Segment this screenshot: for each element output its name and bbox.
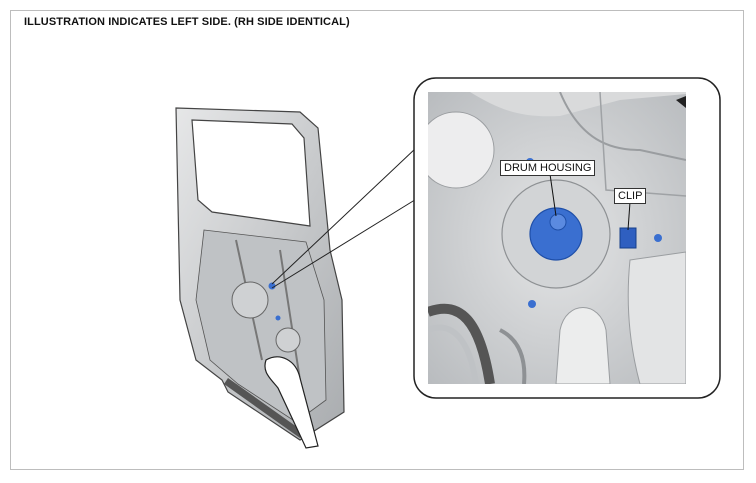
clip-leader [627,201,631,231]
leader-line-top [271,147,417,285]
inset-detail [413,77,721,399]
clip-part [619,227,637,249]
clip-marker-icon [275,315,281,321]
illustration-caption: ILLUSTRATION INDICATES LEFT SIDE. (RH SI… [24,16,350,28]
rear-door-illustration [175,107,345,449]
leader-line-bottom [271,197,419,289]
drum-housing-part [529,207,583,261]
clip-callout: CLIP [614,188,647,204]
drum-housing-leader [549,173,557,217]
hand-icon [264,356,319,449]
drum-housing-marker-icon [268,282,276,290]
drum-housing-callout: DRUM HOUSING [500,160,596,176]
